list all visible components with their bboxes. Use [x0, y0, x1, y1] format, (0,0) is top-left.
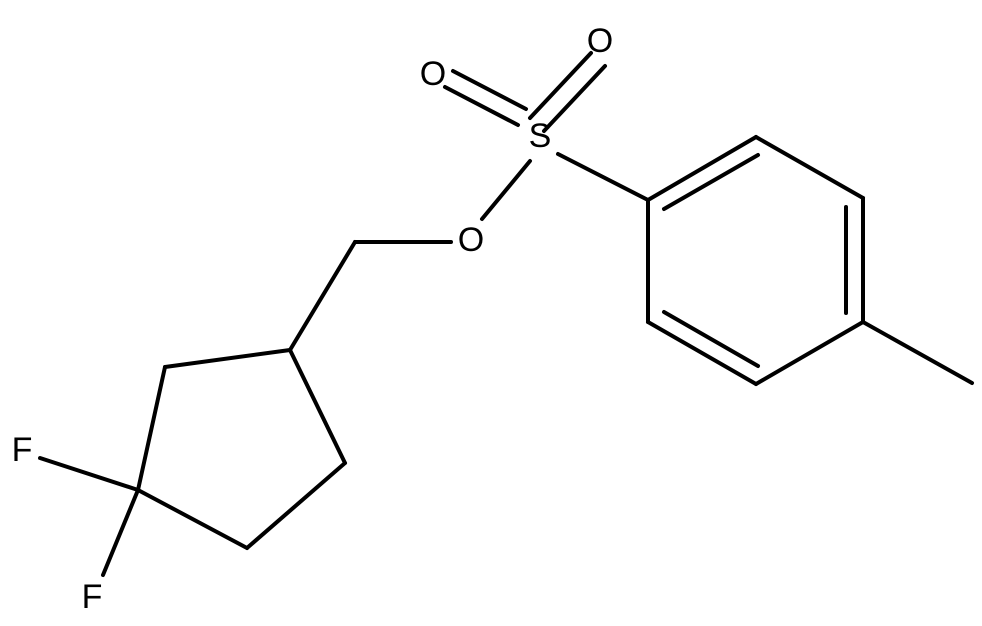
- bond-s-o-top-right-a: [528, 51, 593, 120]
- bond-cp-4: [245, 461, 347, 550]
- bond-ring-5-inner: [662, 310, 760, 368]
- bond-cp-5: [288, 348, 347, 465]
- bond-cp-2: [136, 365, 167, 492]
- atom-label-o-top-right: O: [587, 22, 613, 60]
- bond-s-o-ester: [480, 159, 532, 221]
- bond-ch2-ring: [288, 240, 357, 352]
- bond-ring-1-inner: [662, 153, 760, 211]
- bond-c-f-lower: [101, 488, 140, 577]
- bond-ring-1: [646, 135, 758, 202]
- atom-label-o-ester: O: [458, 221, 484, 259]
- atom-label-f-lower: F: [82, 578, 103, 616]
- bond-s-aryl: [556, 152, 650, 202]
- atom-label-o-top-left: O: [420, 55, 446, 93]
- bond-s-o-top-left-a: [443, 85, 520, 127]
- bond-ring-5: [646, 320, 758, 386]
- bond-s-o-top-right-b: [542, 64, 607, 133]
- bond-cp-1: [163, 348, 292, 369]
- atom-label-s: S: [529, 117, 552, 155]
- bond-c-f-upper: [38, 456, 140, 492]
- bond-ring-2: [754, 135, 865, 200]
- bond-ring-4: [754, 320, 865, 386]
- bond-cp-3: [136, 488, 249, 550]
- bond-methyl: [861, 320, 974, 385]
- bond-s-o-top-left-b: [451, 69, 528, 111]
- atom-label-f-upper: F: [12, 431, 33, 469]
